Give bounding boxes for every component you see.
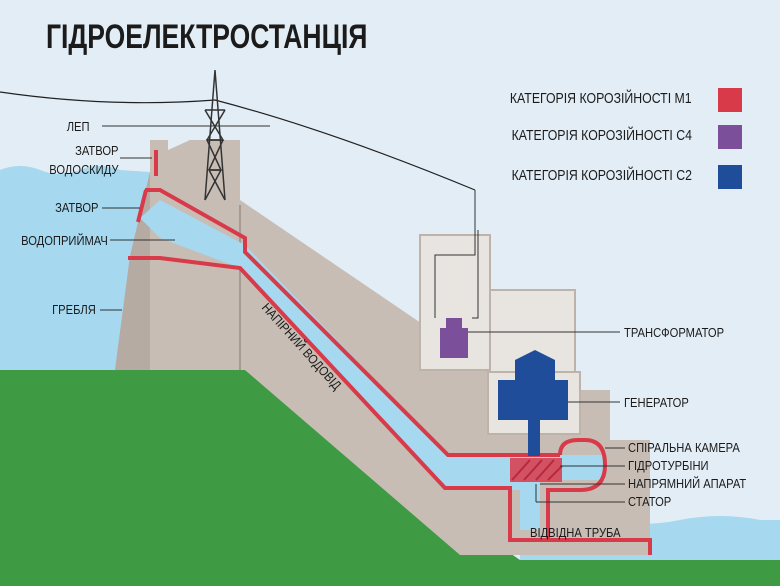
label-spillway-gate-2: ВОДОСКИДУ: [48, 162, 118, 177]
spiral-chamber: [546, 438, 608, 540]
dam-face: [115, 172, 150, 370]
page-title: ГІДРОЕЛЕКТРОСТАНЦІЯ: [46, 18, 368, 56]
transformer-wire-2: [472, 230, 479, 319]
transformer-top: [446, 318, 462, 330]
label-turbines: ГІДРОТУРБІНИ: [628, 458, 709, 473]
penstock-outline-top: [145, 188, 560, 457]
label-stator: СТАТОР: [628, 494, 672, 509]
label-spillway-gate-1: ЗАТВОР: [74, 143, 118, 158]
label-transformer: ТРАНСФОРМАТОР: [624, 325, 725, 340]
transformer-wire: [434, 190, 476, 318]
power-line: [0, 91, 476, 191]
transformer-body: [440, 328, 468, 358]
label-spiral-chamber: СПІРАЛЬНА КАМЕРА: [628, 440, 740, 455]
leader-lines: [100, 125, 625, 503]
turbine: [510, 458, 562, 482]
penstock-water: [140, 200, 605, 530]
dam-body: [115, 140, 650, 555]
label-guide-apparatus: НАПРЯМНИЙ АПАРАТ: [628, 476, 747, 491]
penstock-outline-bottom: [128, 256, 652, 555]
transmission-tower: [204, 69, 226, 201]
reservoir-water: [0, 166, 150, 375]
legend-label-c4: КАТЕГОРІЯ КОРОЗІЙНОСТІ С4: [511, 127, 692, 144]
intake-gate: [136, 189, 148, 223]
legend-swatch-c2: [718, 165, 742, 189]
generator-shaft: [528, 420, 540, 456]
legend-swatch-c4: [718, 125, 742, 149]
label-generator: ГЕНЕРАТОР: [624, 395, 689, 410]
label-draft-tube: ВІДВІДНА ТРУБА: [530, 525, 621, 540]
legend-swatch-m1: [718, 88, 742, 112]
generator-body: [498, 380, 568, 420]
legend-label-c2: КАТЕГОРІЯ КОРОЗІЙНОСТІ С2: [511, 167, 692, 184]
label-gate: ЗАТВОР: [54, 200, 98, 215]
label-dam: ГРЕБЛЯ: [52, 302, 96, 317]
turbine-hatch: [511, 459, 563, 481]
label-intake: ВОДОПРИЙМАЧ: [21, 233, 108, 248]
legend-label-m1: КАТЕГОРІЯ КОРОЗІЙНОСТІ М1: [510, 90, 692, 107]
label-power-line: ЛЕП: [67, 119, 90, 134]
generator-top: [515, 350, 555, 380]
